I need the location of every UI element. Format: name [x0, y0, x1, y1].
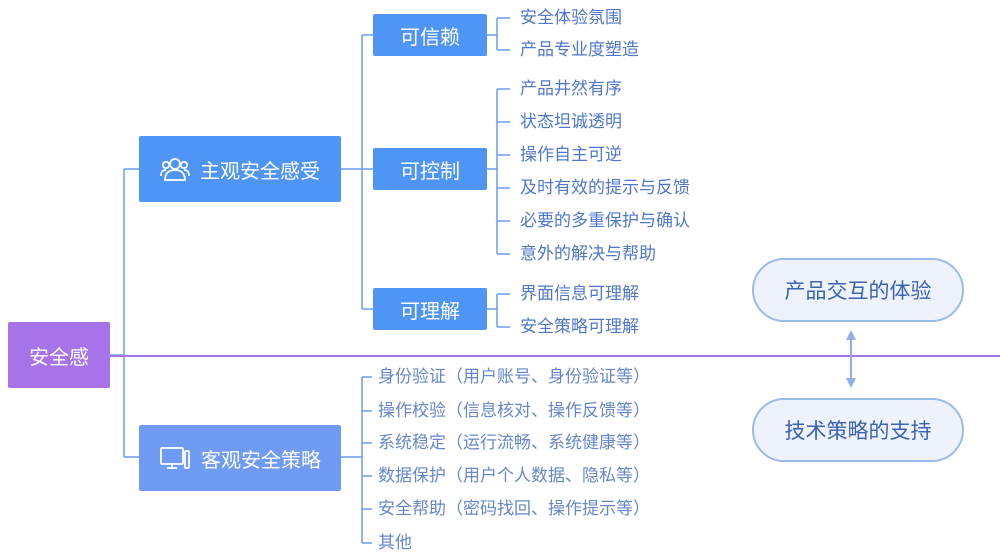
objective-node: 客观安全策略	[139, 425, 341, 491]
leaf-item: 必要的多重保护与确认	[520, 211, 690, 231]
leaf-item: 安全策略可理解	[520, 317, 639, 337]
leaf-item: 产品井然有序	[520, 79, 622, 99]
users-icon	[160, 156, 190, 182]
understand-node: 可理解	[373, 288, 487, 330]
trust-node: 可信赖	[373, 14, 487, 56]
root-connector	[110, 168, 139, 458]
technical-support-pill: 技术策略的支持	[752, 398, 964, 462]
leaf-item: 安全体验氛围	[520, 8, 622, 28]
leaf-item: 系统稳定（运行流畅、系统健康等）	[378, 433, 650, 453]
root-label: 安全感	[29, 344, 89, 369]
leaf-item: 操作自主可逆	[520, 145, 622, 165]
leaf-item: 意外的解决与帮助	[520, 244, 656, 264]
objective-connector	[341, 376, 372, 544]
understand-connector	[487, 293, 510, 328]
leaf-item: 数据保护（用户个人数据、隐私等）	[378, 466, 650, 486]
leaf-item: 安全帮助（密码找回、操作提示等）	[378, 499, 650, 519]
leaf-item: 其他	[378, 533, 412, 553]
subjective-label: 主观安全感受	[200, 158, 320, 183]
control-node: 可控制	[373, 148, 487, 190]
double-arrow-icon	[846, 330, 856, 388]
control-connector	[487, 88, 510, 255]
trust-connector	[487, 17, 510, 51]
trust-label: 可信赖	[400, 24, 460, 49]
understand-label: 可理解	[400, 298, 460, 323]
leaf-item: 身份验证（用户账号、身份验证等）	[378, 367, 650, 387]
subjective-node: 主观安全感受	[139, 136, 341, 202]
interaction-experience-pill: 产品交互的体验	[752, 258, 964, 322]
monitor-icon	[159, 445, 191, 471]
leaf-item: 界面信息可理解	[520, 284, 639, 304]
leaf-item: 产品专业度塑造	[520, 40, 639, 60]
root-node: 安全感	[8, 322, 110, 388]
leaf-item: 及时有效的提示与反馈	[520, 178, 690, 198]
pill-label: 产品交互的体验	[784, 279, 932, 303]
subjective-connector	[341, 34, 373, 310]
objective-label: 客观安全策略	[201, 447, 321, 472]
leaf-item: 状态坦诚透明	[520, 112, 622, 132]
control-label: 可控制	[400, 158, 460, 183]
leaf-item: 操作校验（信息核对、操作反馈等）	[378, 401, 650, 421]
pill-label: 技术策略的支持	[784, 419, 932, 443]
